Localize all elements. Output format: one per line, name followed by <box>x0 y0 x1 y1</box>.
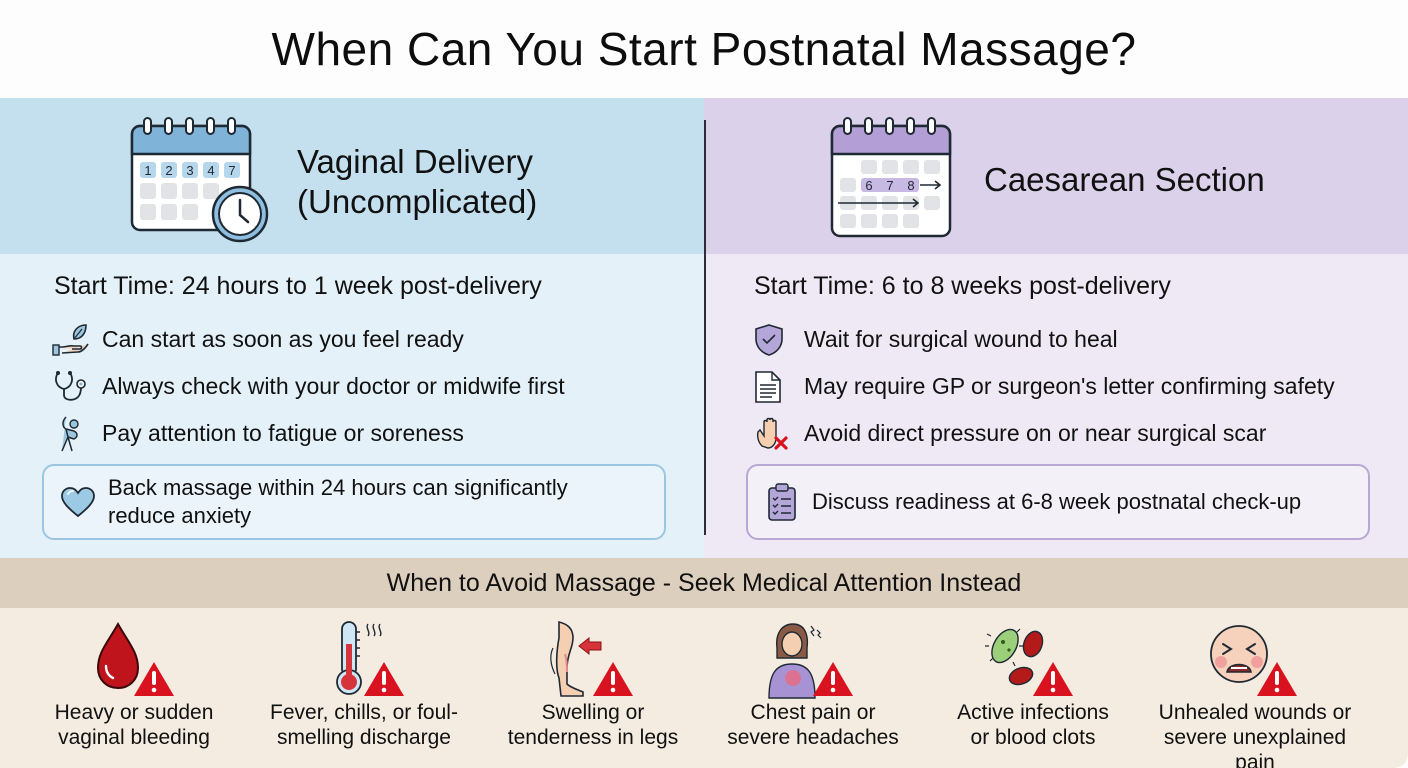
calendar-day: 4 <box>207 163 214 178</box>
swollen-leg-icon <box>550 620 633 697</box>
callout-text: Discuss readiness at 6-8 week postnatal … <box>812 489 1302 514</box>
vaginal-delivery-panel: 1 2 3 4 7 Vaginal Delivery (Uncomplicate… <box>0 98 704 558</box>
callout-line: Back massage within 24 hours can signifi… <box>108 475 568 500</box>
chest-pain-person-icon <box>768 623 853 699</box>
caesarean-start-time: Start Time: 6 to 8 weeks post-delivery <box>754 272 1171 300</box>
list-item: Wait for surgical wound to heal <box>754 316 1335 363</box>
hand-leaf-icon <box>52 322 94 358</box>
list-item: Avoid direct pressure on or near surgica… <box>754 410 1335 457</box>
page-title: When Can You Start Postnatal Massage? <box>271 23 1137 75</box>
document-icon <box>754 369 796 405</box>
label-line: severe unexplained pain <box>1163 726 1347 768</box>
warning-item: Active infections or blood clots <box>923 608 1143 768</box>
shield-check-icon <box>754 322 796 358</box>
pained-face-icon <box>1210 625 1297 696</box>
label-line: Chest pain or <box>750 701 876 724</box>
label-line: Unhealed wounds or <box>1158 701 1352 724</box>
warning-item: Chest pain or severe headaches <box>703 608 923 768</box>
blood-drop-icon <box>96 621 174 696</box>
warning-label: Chest pain or severe headaches <box>703 700 923 750</box>
stretching-person-icon <box>52 415 94 452</box>
warning-label: Swelling or tenderness in legs <box>483 700 703 750</box>
label-line: smelling discharge <box>277 726 451 749</box>
bullet-text: Pay attention to fatigue or soreness <box>102 420 464 446</box>
calendar-day: 8 <box>907 178 914 193</box>
label-line: Fever, chills, or foul- <box>270 701 458 724</box>
thermometer-icon <box>336 621 404 696</box>
warning-item: Unhealed wounds or severe unexplained pa… <box>1145 608 1365 768</box>
heart-icon <box>56 486 100 518</box>
bacteria-clot-icon <box>985 628 1073 696</box>
vaginal-delivery-title: Vaginal Delivery (Uncomplicated) <box>297 142 537 222</box>
caesarean-bullet-list: Wait for surgical wound to heal May requ… <box>754 316 1335 457</box>
label-line: vaginal bleeding <box>58 726 210 749</box>
label-line: Swelling or <box>541 701 645 724</box>
calendar-day: 2 <box>165 163 172 178</box>
calendar-clock-icon: 1 2 3 4 7 <box>130 117 269 243</box>
calendar-day: 7 <box>228 163 235 178</box>
warning-item: Swelling or tenderness in legs <box>483 608 703 768</box>
bullet-text: May require GP or surgeon's letter confi… <box>804 373 1335 399</box>
warnings-heading: When to Avoid Massage - Seek Medical Att… <box>0 558 1408 608</box>
panel-divider <box>704 120 706 535</box>
warning-label: Active infections or blood clots <box>923 700 1143 750</box>
calendar-arrow-icon: 6 7 8 <box>830 117 952 238</box>
vaginal-callout: Back massage within 24 hours can signifi… <box>42 464 666 540</box>
list-item: Always check with your doctor or midwife… <box>52 363 565 410</box>
bullet-text: Wait for surgical wound to heal <box>804 326 1118 352</box>
calendar-day: 3 <box>186 163 193 178</box>
stethoscope-icon <box>52 369 94 405</box>
list-item: Can start as soon as you feel ready <box>52 316 565 363</box>
heading-line: (Uncomplicated) <box>297 183 538 220</box>
label-line: Heavy or sudden <box>54 701 214 724</box>
callout-line: reduce anxiety <box>108 503 252 528</box>
caesarean-panel: 6 7 8 Caesarean Section Start Time: 6 to… <box>704 98 1408 558</box>
hand-stop-x-icon <box>754 416 796 452</box>
bullet-text: Always check with your doctor or midwife… <box>102 373 565 399</box>
bullet-text: Avoid direct pressure on or near surgica… <box>804 420 1267 446</box>
list-item: May require GP or surgeon's letter confi… <box>754 363 1335 410</box>
label-line: or blood clots <box>970 726 1096 749</box>
vaginal-start-time: Start Time: 24 hours to 1 week post-deli… <box>54 272 542 300</box>
bullet-text: Can start as soon as you feel ready <box>102 326 464 352</box>
warning-item: Fever, chills, or foul- smelling dischar… <box>254 608 474 768</box>
warnings-section: Heavy or sudden vaginal bleeding Fever, … <box>0 608 1408 768</box>
heading-line: Vaginal Delivery <box>297 143 533 180</box>
label-line: severe headaches <box>727 726 899 749</box>
warning-label: Fever, chills, or foul- smelling dischar… <box>254 700 474 750</box>
vaginal-bullet-list: Can start as soon as you feel ready Alwa… <box>52 316 565 457</box>
calendar-day: 1 <box>144 163 151 178</box>
list-item: Pay attention to fatigue or soreness <box>52 410 565 457</box>
caesarean-header: 6 7 8 Caesarean Section <box>704 98 1408 254</box>
warning-label: Unhealed wounds or severe unexplained pa… <box>1145 700 1365 768</box>
label-line: tenderness in legs <box>507 726 679 749</box>
warning-item: Heavy or sudden vaginal bleeding <box>24 608 244 768</box>
caesarean-title: Caesarean Section <box>984 161 1265 198</box>
warning-label: Heavy or sudden vaginal bleeding <box>24 700 244 750</box>
calendar-day: 6 <box>865 178 872 193</box>
callout-text: Back massage within 24 hours can signifi… <box>108 474 568 530</box>
calendar-day: 7 <box>886 178 893 193</box>
clipboard-checklist-icon <box>760 482 804 522</box>
caesarean-callout: Discuss readiness at 6-8 week postnatal … <box>746 464 1370 540</box>
vaginal-delivery-header: 1 2 3 4 7 Vaginal Delivery (Uncomplicate… <box>0 98 704 254</box>
label-line: Active infections <box>957 701 1109 724</box>
